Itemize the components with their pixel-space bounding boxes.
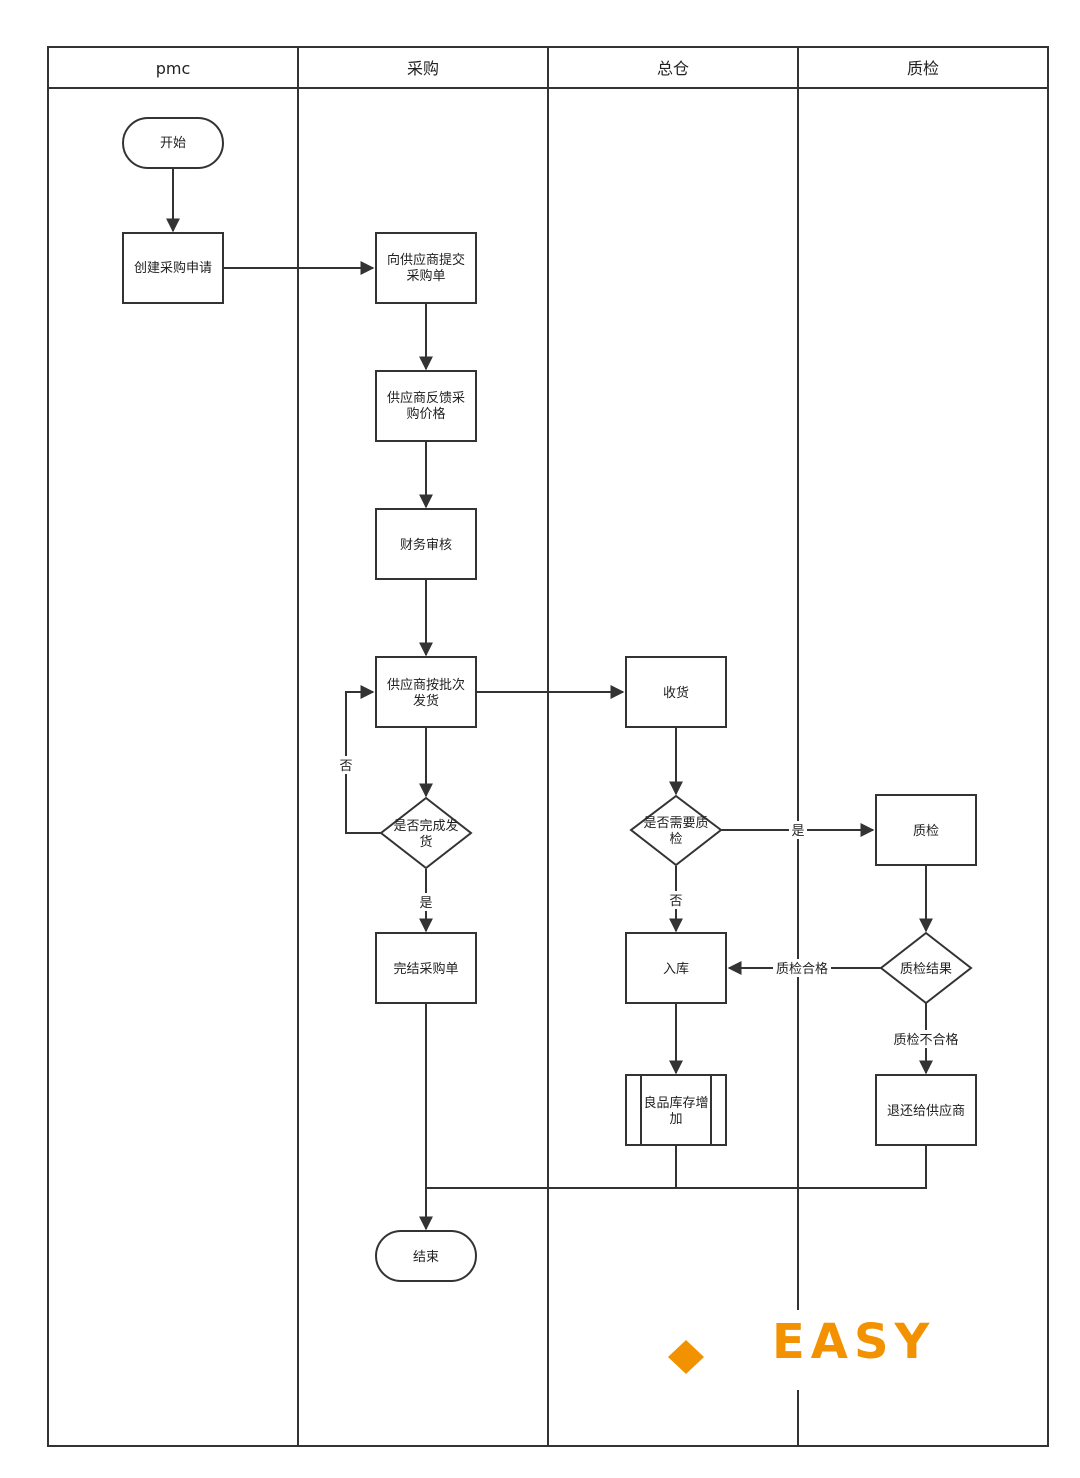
lane-header-warehouse: 总仓	[657, 59, 689, 78]
node-good-stock: 良品库存增 加	[625, 1074, 727, 1146]
lane-header-qc: 质检	[907, 59, 939, 78]
lane-frame	[47, 46, 1049, 1447]
node-feedback-price-line1: 供应商反馈采	[387, 390, 465, 406]
node-qc-label: 质检	[913, 824, 939, 839]
edge-label-qc-fail: 质检不合格	[893, 1032, 958, 1048]
edge-return-merge	[426, 1145, 927, 1189]
node-submit-po-line2: 采购单	[406, 268, 445, 284]
node-qc: 质检	[875, 794, 977, 866]
node-batch-ship: 供应商按批次 发货	[375, 656, 477, 728]
node-ship-done-line1: 是否完成发	[393, 818, 458, 834]
node-need-qc-line2: 检	[669, 832, 682, 847]
edge-label-needqc-no: 否	[669, 894, 682, 909]
node-end: 结束	[375, 1230, 477, 1282]
node-feedback-price-line2: 购价格	[406, 406, 445, 422]
node-submit-po: 向供应商提交 采购单	[375, 232, 477, 304]
edge-label-not-done: 否	[339, 759, 352, 774]
edge-label-needqc-yes: 是	[791, 824, 804, 839]
node-close-po-label: 完结采购单	[393, 961, 458, 977]
node-create-request-label: 创建采购申请	[134, 260, 212, 276]
node-feedback-price: 供应商反馈采 购价格	[375, 370, 477, 442]
connectors	[166, 168, 933, 1231]
edge-label-done: 是	[419, 896, 432, 911]
edge-label-qc-pass: 质检合格	[776, 961, 828, 977]
node-finance-review: 财务审核	[375, 508, 477, 580]
node-ship-done-line2: 货	[419, 834, 432, 850]
node-need-qc-line1: 是否需要质	[643, 816, 708, 831]
node-close-po: 完结采购单	[375, 932, 477, 1004]
node-ship-done-decision: 是否完成发 货	[379, 796, 473, 870]
node-stock-in: 入库	[625, 932, 727, 1004]
node-return-supplier-label: 退还给供应商	[887, 1103, 965, 1119]
node-batch-ship-line2: 发货	[413, 693, 439, 709]
watermark-diamond-icon	[668, 1340, 704, 1374]
node-submit-po-line1: 向供应商提交	[387, 252, 465, 268]
lane-header-pmc: pmc	[156, 59, 191, 78]
node-stock-in-label: 入库	[663, 961, 689, 977]
node-good-stock-line2: 加	[669, 1112, 682, 1127]
easy-watermark: EASY	[660, 1310, 940, 1390]
node-good-stock-line1: 良品库存增	[643, 1095, 708, 1111]
node-qc-result-decision: 质检结果	[879, 931, 973, 1005]
node-create-request: 创建采购申请	[122, 232, 224, 304]
node-need-qc-decision: 是否需要质 检	[629, 794, 723, 867]
node-qc-result-label: 质检结果	[900, 962, 952, 977]
node-batch-ship-line1: 供应商按批次	[387, 677, 465, 693]
lane-header-purchase: 采购	[407, 59, 439, 78]
node-receive-label: 收货	[663, 685, 689, 701]
node-start: 开始	[122, 117, 224, 169]
node-start-label: 开始	[160, 136, 186, 151]
node-receive: 收货	[625, 656, 727, 728]
node-return-supplier: 退还给供应商	[875, 1074, 977, 1146]
node-finance-review-label: 财务审核	[400, 537, 452, 553]
node-end-label: 结束	[413, 1250, 439, 1265]
watermark-text: EASY	[772, 1314, 935, 1370]
